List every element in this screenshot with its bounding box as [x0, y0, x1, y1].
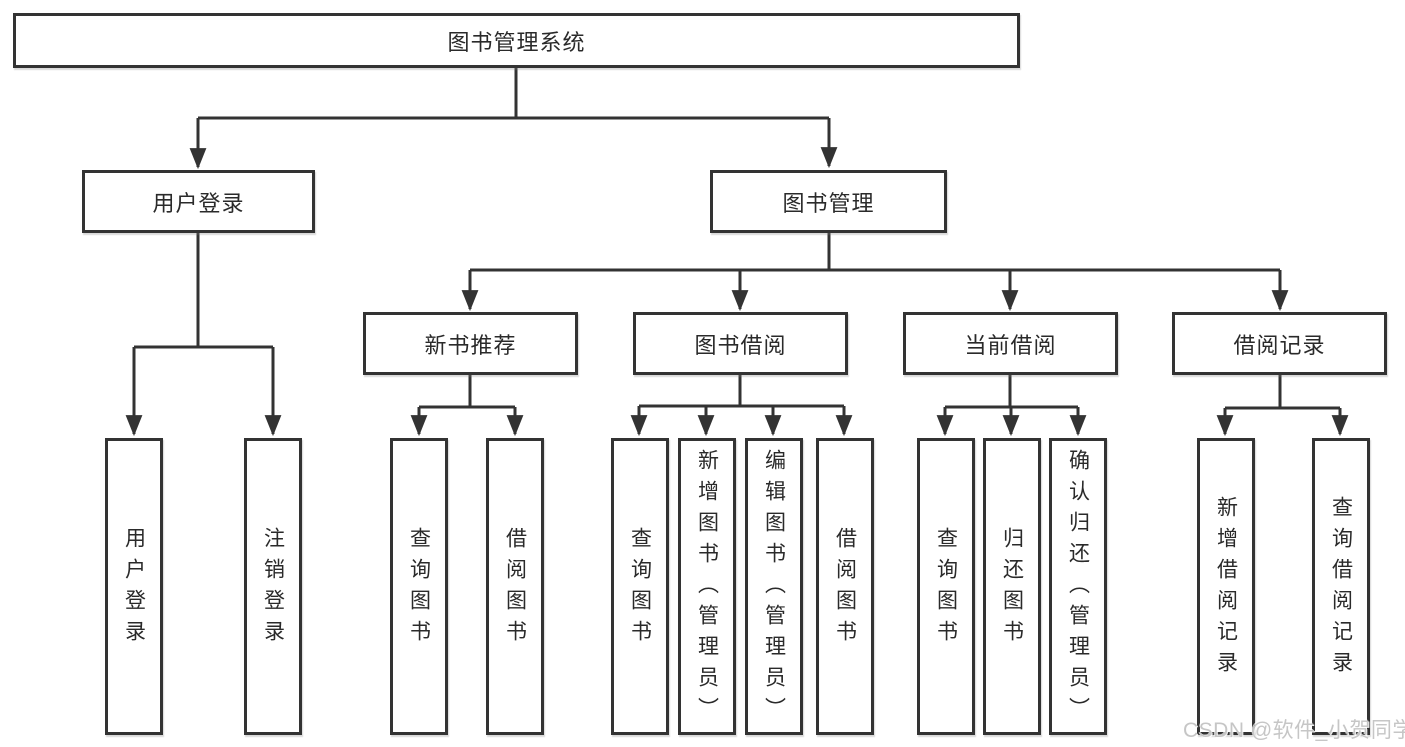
node-book-borrow: 图书借阅: [633, 312, 848, 375]
csdn-watermark: CSDN @软件_小贺同学: [1183, 719, 1405, 742]
connectors-book-borrow-branch: [630, 375, 853, 437]
node-current-borrow: 当前借阅: [903, 312, 1118, 375]
leaf-add-borrow-record: 新增借阅记录: [1197, 438, 1255, 735]
leaf-query-books-recommend: 查询图书: [390, 438, 448, 735]
leaf-add-book-admin: 新增图书（管理员）: [678, 438, 736, 735]
leaf-user-login: 用户登录: [105, 438, 163, 735]
leaf-return-book: 归还图书: [983, 438, 1041, 735]
connectors-borrow-record-branch: [1216, 375, 1349, 437]
node-book-management: 图书管理: [710, 170, 947, 233]
connectors-root-to-level2: [189, 68, 838, 170]
leaf-borrow-books: 借阅图书: [816, 438, 874, 735]
leaf-query-books-borrow: 查询图书: [611, 438, 669, 735]
connectors-current-borrow-branch: [936, 375, 1087, 437]
leaf-edit-book-admin: 编辑图书（管理员）: [745, 438, 803, 735]
node-new-book-recommend: 新书推荐: [363, 312, 578, 375]
leaf-query-books-current: 查询图书: [917, 438, 975, 735]
leaf-borrow-books-recommend: 借阅图书: [486, 438, 544, 735]
leaf-logout: 注销登录: [244, 438, 302, 735]
connectors-user-login-branch: [125, 233, 282, 437]
root-node-library-system: 图书管理系统: [13, 13, 1020, 68]
node-user-login: 用户登录: [82, 170, 315, 233]
node-borrow-records: 借阅记录: [1172, 312, 1387, 375]
connectors-book-management-branch: [461, 233, 1289, 312]
leaf-query-borrow-record: 查询借阅记录: [1312, 438, 1370, 735]
connectors-new-book-branch: [410, 375, 524, 437]
leaf-confirm-return-admin: 确认归还（管理员）: [1049, 438, 1107, 735]
